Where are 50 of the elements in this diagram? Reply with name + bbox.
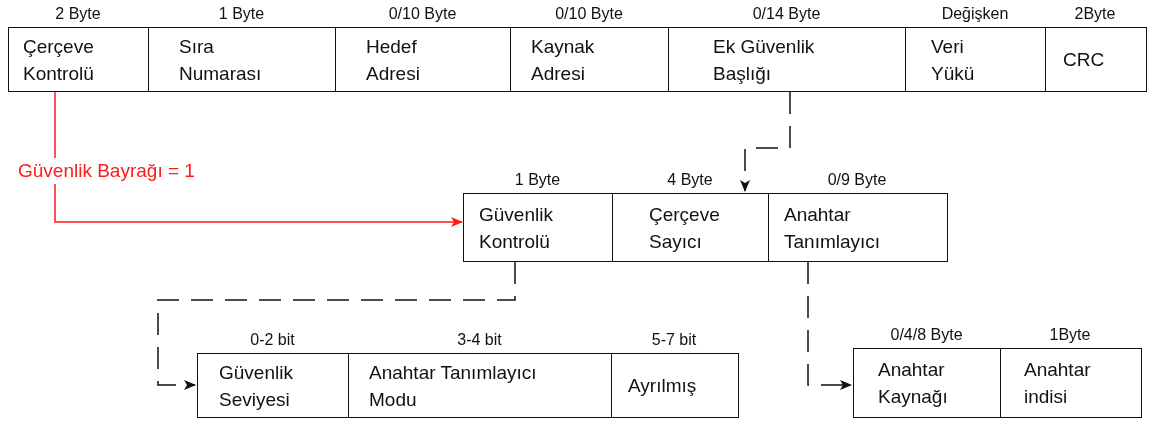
size-label: 0/4/8 Byte <box>890 326 963 344</box>
field-name: CRC <box>1063 48 1105 72</box>
field-name: Hedef Adresi <box>366 34 421 86</box>
field-name: Anahtar indisi <box>1024 358 1092 409</box>
field-cell <box>768 193 948 262</box>
field-cell <box>612 193 770 262</box>
field-name: Veri Yükü <box>931 34 976 86</box>
field-name: Güvenlik Kontrolü <box>479 202 554 254</box>
size-label: 0/10 Byte <box>555 5 623 23</box>
field-cell <box>335 27 512 92</box>
field-cell <box>1045 27 1147 92</box>
field-name: Anahtar Kaynağı <box>878 358 949 409</box>
field-cell <box>1000 348 1142 418</box>
field-cell <box>905 27 1047 92</box>
field-name: Anahtar Tanımlayıcı <box>784 202 882 254</box>
size-label: 1 Byte <box>514 171 561 189</box>
edge-label: Güvenlik Bayrağı = 1 <box>18 158 195 184</box>
size-label: 3-4 bit <box>457 331 502 349</box>
field-cell <box>8 27 150 92</box>
field-cell <box>611 353 739 418</box>
arrow <box>807 261 852 390</box>
size-label: 0/10 Byte <box>388 5 457 23</box>
field-name: Kaynak Adresi <box>531 34 596 86</box>
arrow <box>54 91 463 227</box>
field-name: Güvenlik Seviyesi <box>219 360 294 412</box>
arrow <box>157 261 516 390</box>
field-name: Ek Güvenlik Başlığı <box>713 34 816 86</box>
field-cell <box>668 27 907 92</box>
field-name: Çerçeve Sayıcı <box>649 202 721 254</box>
size-label: 2Byte <box>1074 5 1116 23</box>
size-label: 4 Byte <box>667 171 713 189</box>
field-cell <box>853 348 1002 418</box>
size-label: 0/9 Byte <box>827 171 887 189</box>
field-name: Sıra Numarası <box>179 34 263 86</box>
field-name: Ayrılmış <box>628 374 697 398</box>
field-cell <box>348 353 613 418</box>
field-cell <box>197 353 350 418</box>
arrow <box>740 91 791 192</box>
size-label: 1 Byte <box>218 5 265 23</box>
size-label: 2 Byte <box>55 5 101 23</box>
field-name: Çerçeve Kontrolü <box>23 34 95 86</box>
size-label: 1Byte <box>1049 326 1091 344</box>
size-label: 0-2 bit <box>250 331 295 349</box>
field-name: Anahtar Tanımlayıcı Modu <box>369 360 538 412</box>
size-label: 5-7 bit <box>651 331 697 349</box>
field-cell <box>510 27 670 92</box>
size-label: Değişken <box>941 5 1009 23</box>
size-label: 0/14 Byte <box>752 5 821 23</box>
field-cell <box>148 27 337 92</box>
field-cell <box>463 193 614 262</box>
